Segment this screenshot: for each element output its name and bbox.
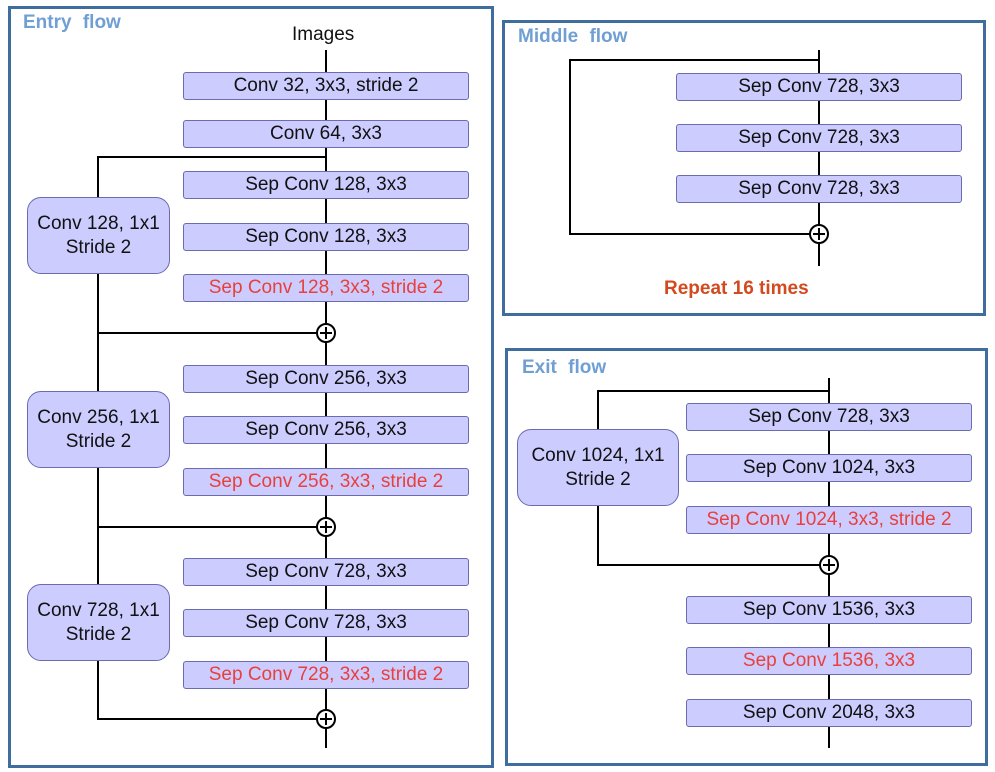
skip-conv-line2: Stride 2 — [65, 430, 132, 452]
layer-label: Sep Conv 256, 3x3 — [245, 419, 407, 440]
layer-label: Sep Conv 1536, 3x3 — [742, 650, 916, 671]
layer-label: Sep Conv 2048, 3x3 — [742, 702, 916, 723]
add-node-icon — [316, 517, 336, 537]
layer-label: Sep Conv 1024, 3x3 — [742, 457, 916, 478]
layer-box: Sep Conv 256, 3x3 — [183, 416, 469, 444]
skip-conv-line1: Conv 128, 1x1 — [37, 212, 160, 234]
layer-label: Sep Conv 256, 3x3, stride 2 — [208, 471, 444, 492]
layer-box: Sep Conv 728, 3x3 — [183, 609, 469, 637]
entry-skip-line — [97, 526, 326, 528]
middle-skip-line — [569, 59, 820, 61]
middle-flow-panel — [502, 20, 986, 316]
layer-box: Sep Conv 728, 3x3 — [686, 403, 972, 431]
layer-label: Sep Conv 728, 3x3 — [748, 406, 910, 427]
entry-main-path — [325, 50, 327, 748]
add-node-icon — [316, 323, 336, 343]
skip-conv-line1: Conv 256, 1x1 — [37, 406, 160, 428]
exit-skip-line — [597, 390, 830, 392]
layer-box-strided: Sep Conv 256, 3x3, stride 2 — [183, 468, 469, 496]
layer-label: Sep Conv 256, 3x3 — [245, 368, 407, 389]
layer-label: Sep Conv 128, 3x3 — [245, 226, 407, 247]
layer-label: Sep Conv 1536, 3x3 — [742, 599, 916, 620]
entry-skip-line — [97, 718, 326, 720]
layer-label: Sep Conv 728, 3x3, stride 2 — [208, 664, 444, 685]
exit-skip-line — [597, 564, 828, 566]
add-node-icon — [809, 224, 829, 244]
skip-conv-line2: Stride 2 — [65, 236, 132, 258]
exit-flow-panel — [505, 348, 988, 766]
layer-label: Conv 32, 3x3, stride 2 — [233, 75, 419, 96]
layer-label: Sep Conv 1024, 3x3, stride 2 — [706, 509, 952, 530]
add-node-icon — [819, 555, 839, 575]
layer-box: Sep Conv 1024, 3x3 — [686, 454, 972, 482]
entry-flow-title: Entry flow — [23, 12, 121, 33]
layer-box: Sep Conv 728, 3x3 — [183, 558, 469, 586]
layer-box: Sep Conv 128, 3x3 — [183, 171, 469, 199]
layer-box-strided: Sep Conv 728, 3x3, stride 2 — [183, 661, 469, 689]
skip-conv-line2: Stride 2 — [65, 623, 132, 645]
input-label: Images — [292, 24, 355, 45]
layer-box: Sep Conv 2048, 3x3 — [686, 699, 972, 727]
layer-box: Conv 32, 3x3, stride 2 — [183, 72, 469, 100]
layer-box-strided: Sep Conv 1024, 3x3, stride 2 — [686, 506, 972, 534]
layer-box: Sep Conv 728, 3x3 — [676, 124, 962, 152]
layer-box: Sep Conv 728, 3x3 — [676, 175, 962, 203]
skip-conv-line1: Conv 728, 1x1 — [37, 599, 160, 621]
layer-label: Sep Conv 728, 3x3 — [245, 561, 407, 582]
entry-skip-line — [97, 332, 326, 334]
layer-box: Sep Conv 256, 3x3 — [183, 365, 469, 393]
add-node-icon — [316, 709, 336, 729]
layer-box: Sep Conv 128, 3x3 — [183, 223, 469, 251]
middle-skip-line — [569, 233, 818, 235]
skip-conv-line2: Stride 2 — [565, 468, 631, 490]
exit-flow-title: Exit flow — [522, 357, 607, 378]
layer-box-strided: Sep Conv 128, 3x3, stride 2 — [183, 274, 469, 302]
layer-box-highlighted: Sep Conv 1536, 3x3 — [686, 647, 972, 675]
repeat-note: Repeat 16 times — [664, 278, 809, 299]
layer-label: Sep Conv 728, 3x3 — [245, 612, 407, 633]
skip-conv-line1: Conv 1024, 1x1 — [531, 444, 665, 466]
layer-label: Sep Conv 128, 3x3, stride 2 — [208, 277, 444, 298]
middle-skip-line — [569, 59, 571, 234]
middle-flow-title: Middle flow — [518, 26, 628, 47]
layer-label: Sep Conv 728, 3x3 — [738, 76, 900, 97]
layer-box: Conv 64, 3x3 — [183, 120, 469, 148]
layer-box: Sep Conv 1536, 3x3 — [686, 596, 972, 624]
entry-flow-panel — [8, 6, 494, 768]
layer-box: Sep Conv 728, 3x3 — [676, 73, 962, 101]
layer-label: Conv 64, 3x3 — [270, 123, 382, 144]
middle-main-path — [818, 50, 820, 266]
layer-label: Sep Conv 728, 3x3 — [738, 127, 900, 148]
layer-label: Sep Conv 128, 3x3 — [245, 174, 407, 195]
entry-skip-line — [97, 156, 327, 158]
layer-label: Sep Conv 728, 3x3 — [738, 178, 900, 199]
